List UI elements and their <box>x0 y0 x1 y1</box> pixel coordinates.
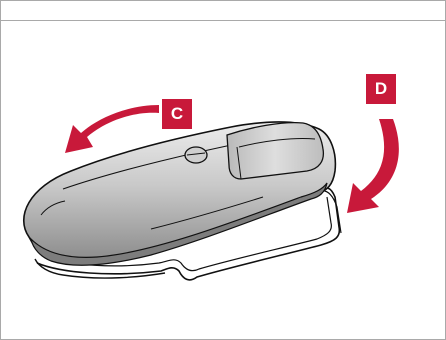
label-d-badge: D <box>366 74 396 104</box>
key-blade-side <box>319 191 341 233</box>
label-d-text: D <box>375 79 387 99</box>
label-c-badge: C <box>162 99 192 129</box>
label-c-text: C <box>171 104 183 124</box>
arrow-c-icon <box>65 105 159 153</box>
arrow-d-icon <box>347 119 399 213</box>
fob-button-panel <box>227 123 323 179</box>
